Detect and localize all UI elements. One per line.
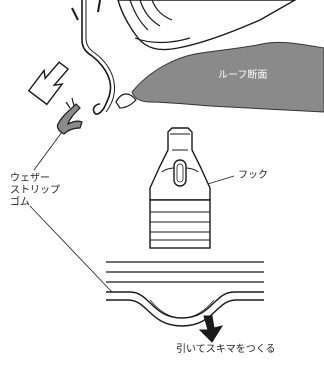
hook-curve-inner: [85, 0, 115, 113]
weather-strip-label: ウェザー ストリップ ゴム: [10, 173, 60, 209]
body-panel-shape: [117, 0, 297, 51]
leader-weather-strip-top: [33, 131, 63, 171]
hook-clip-ridges: [150, 211, 210, 241]
leader-weather-strip-bottom: [29, 205, 113, 293]
hook-tip: [115, 93, 137, 109]
weather-strip-fins: [65, 97, 75, 109]
hook-curve: [81, 0, 112, 115]
pull-down-arrow-icon: [198, 315, 224, 343]
roof-section-shape: [131, 41, 324, 113]
weather-strip-label-line1: ウェザー: [10, 173, 50, 184]
strip-groove-outer: [106, 291, 264, 319]
hollow-arrow-icon: [27, 61, 70, 106]
roof-section-label: ルーフ断面: [218, 70, 268, 81]
weather-strip-label-line2: ストリップ: [10, 185, 60, 196]
weather-strip-label-line3: ゴム: [10, 197, 30, 208]
strip-groove-inner: [106, 299, 264, 327]
strip-groove-fill: [149, 299, 215, 319]
body-panel-lines: [129, 0, 191, 44]
fastener-marks: [71, 0, 101, 21]
hook-clip-base: [149, 199, 211, 249]
weather-strip-rubber: [56, 103, 83, 135]
hook-label: フック: [238, 170, 268, 181]
hook-clip-slot-inner: [176, 163, 184, 183]
make-gap-label: 引いてスキマをつくる: [176, 344, 276, 355]
